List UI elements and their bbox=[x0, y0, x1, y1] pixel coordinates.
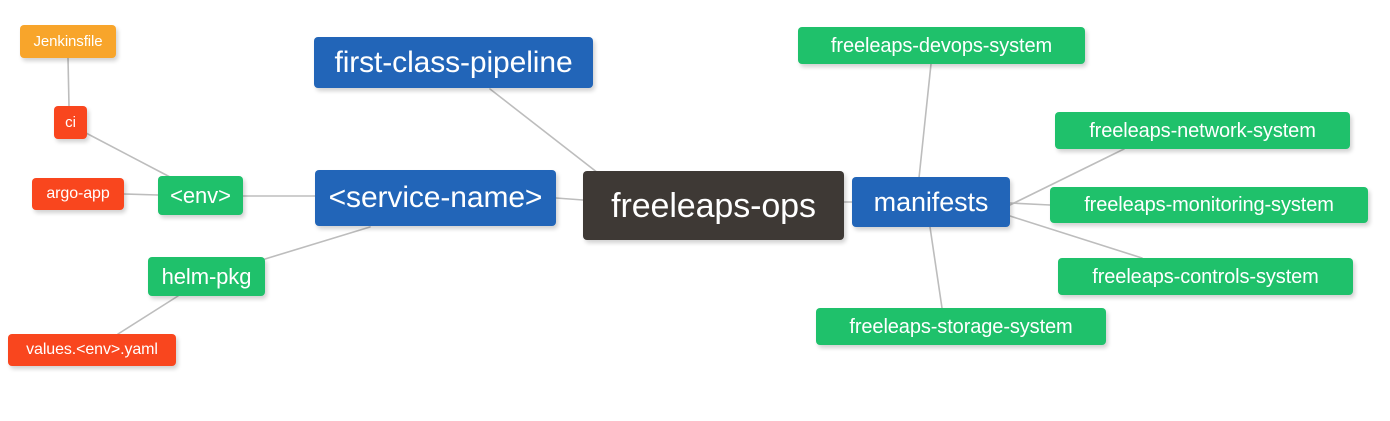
edge-manifests-to-freeleaps-monitoring-system bbox=[1009, 202, 1051, 206]
node-label-freeleaps-ops: freeleaps-ops bbox=[611, 186, 816, 225]
node-freeleaps-controls-system[interactable]: freeleaps-controls-system bbox=[1058, 258, 1353, 295]
node-freeleaps-devops-system[interactable]: freeleaps-devops-system bbox=[798, 27, 1085, 64]
node-label-env: <env> bbox=[170, 182, 231, 208]
node-label-ci: ci bbox=[65, 114, 76, 131]
node-label-freeleaps-storage-system: freeleaps-storage-system bbox=[849, 315, 1073, 338]
node-label-helm-pkg: helm-pkg bbox=[161, 263, 252, 289]
edge-manifests-to-freeleaps-storage-system bbox=[929, 226, 943, 309]
node-argo-app[interactable]: argo-app bbox=[32, 178, 124, 210]
node-label-service-name: <service-name> bbox=[328, 181, 543, 214]
edge-freeleaps-ops-to-service-name bbox=[555, 197, 584, 201]
edge-env-to-argo-app bbox=[123, 193, 159, 196]
node-freeleaps-monitoring-system[interactable]: freeleaps-monitoring-system bbox=[1050, 187, 1368, 223]
node-service-name[interactable]: <service-name> bbox=[315, 170, 556, 226]
node-label-values-env-yaml: values.<env>.yaml bbox=[26, 341, 158, 358]
node-label-manifests: manifests bbox=[873, 186, 989, 217]
node-freeleaps-storage-system[interactable]: freeleaps-storage-system bbox=[816, 308, 1106, 345]
node-ci[interactable]: ci bbox=[54, 106, 87, 139]
node-label-freeleaps-controls-system: freeleaps-controls-system bbox=[1092, 265, 1319, 288]
node-first-class-pipeline[interactable]: first-class-pipeline bbox=[314, 37, 593, 88]
node-label-freeleaps-monitoring-system: freeleaps-monitoring-system bbox=[1084, 194, 1334, 216]
edge-service-name-to-helm-pkg bbox=[264, 226, 371, 260]
node-env[interactable]: <env> bbox=[158, 176, 243, 215]
edge-freeleaps-ops-to-first-class-pipeline bbox=[489, 88, 599, 174]
node-label-freeleaps-network-system: freeleaps-network-system bbox=[1089, 119, 1316, 142]
node-manifests[interactable]: manifests bbox=[852, 177, 1010, 227]
edge-helm-pkg-to-values-env-yaml bbox=[117, 295, 179, 335]
edge-manifests-to-freeleaps-devops-system bbox=[918, 63, 932, 179]
node-label-first-class-pipeline: first-class-pipeline bbox=[334, 45, 573, 79]
edge-env-to-ci bbox=[85, 132, 171, 178]
node-freeleaps-ops[interactable]: freeleaps-ops bbox=[583, 171, 844, 240]
node-label-argo-app: argo-app bbox=[46, 185, 110, 202]
node-freeleaps-network-system[interactable]: freeleaps-network-system bbox=[1055, 112, 1350, 149]
node-values-env-yaml[interactable]: values.<env>.yaml bbox=[8, 334, 176, 366]
edge-ci-to-jenkinsfile bbox=[67, 57, 70, 107]
node-helm-pkg[interactable]: helm-pkg bbox=[148, 257, 265, 296]
node-label-jenkinsfile: Jenkinsfile bbox=[33, 33, 103, 50]
node-label-freeleaps-devops-system: freeleaps-devops-system bbox=[830, 34, 1053, 57]
node-jenkinsfile[interactable]: Jenkinsfile bbox=[20, 25, 116, 58]
